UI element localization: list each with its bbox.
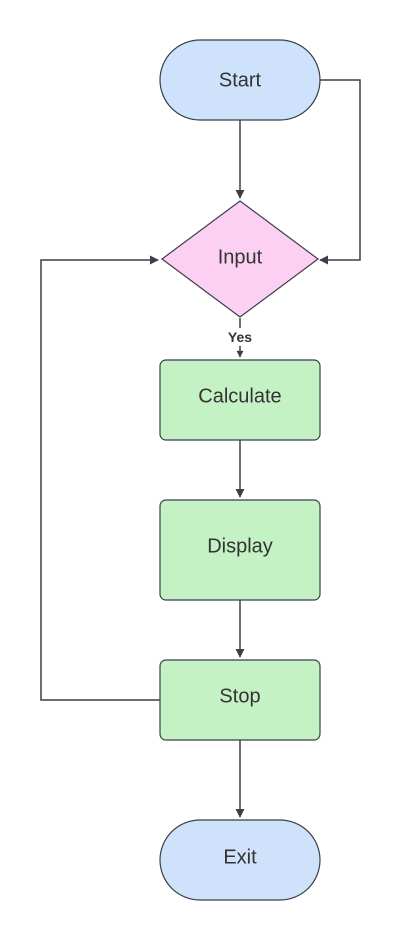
node-input-decision[interactable]: Input	[160, 200, 320, 318]
node-exit[interactable]: Exit	[159, 819, 321, 901]
node-input-label: Input	[218, 246, 263, 268]
edge-label-yes: Yes	[228, 329, 252, 345]
node-exit-label: Exit	[223, 846, 257, 868]
node-display[interactable]: Display	[159, 499, 321, 601]
node-calculate[interactable]: Calculate	[159, 359, 321, 441]
node-display-label: Display	[207, 535, 273, 557]
node-start[interactable]: Start	[159, 39, 321, 121]
edge-stop-loop-to-input	[40, 255, 160, 701]
node-start-label: Start	[219, 69, 262, 91]
node-stop[interactable]: Stop	[159, 659, 321, 741]
node-calculate-label: Calculate	[198, 385, 281, 407]
node-stop-label: Stop	[219, 685, 260, 707]
edge-label-background	[222, 328, 258, 346]
edge-start-loop-to-input	[319, 79, 361, 265]
